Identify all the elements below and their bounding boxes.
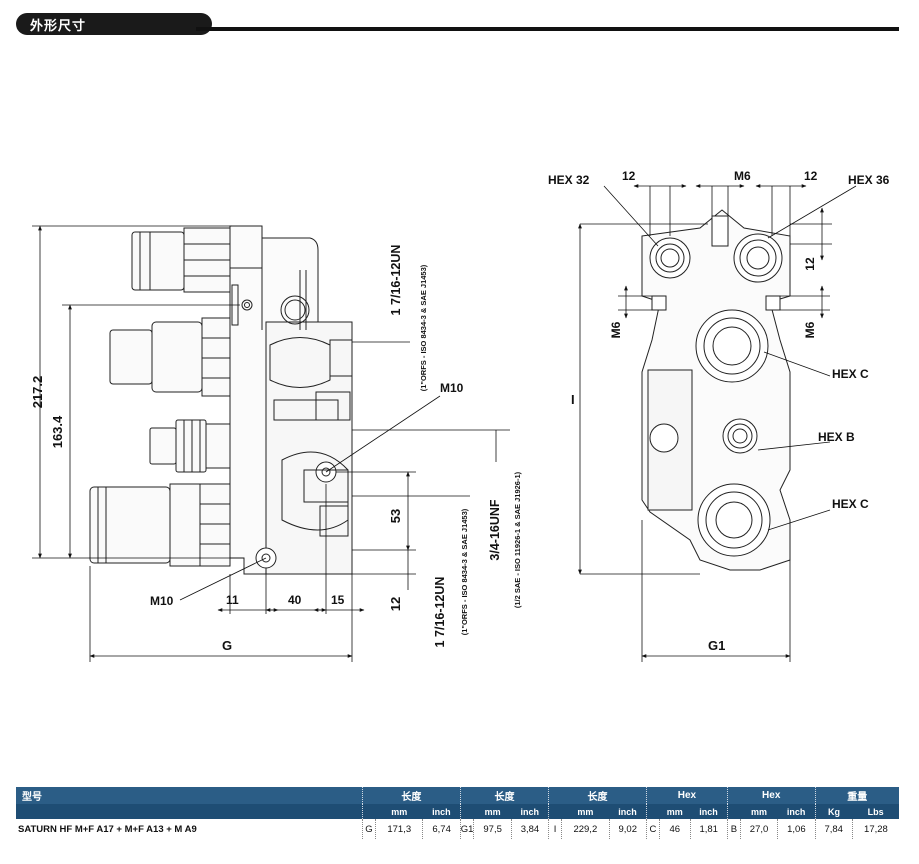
cell-g1-inch: 3,84 bbox=[510, 819, 549, 839]
cell-key-g1: G1 bbox=[459, 819, 474, 839]
th-length-2: 长度 bbox=[459, 787, 549, 804]
cell-c-inch: 1,81 bbox=[689, 819, 728, 839]
th-kg: Kg bbox=[814, 804, 853, 819]
port-top-thread: 1 7/16-12UN bbox=[389, 245, 403, 316]
th-key-spacer-5 bbox=[726, 804, 741, 819]
cell-b-mm: 27,0 bbox=[739, 819, 778, 839]
dim-m6-left: M6 bbox=[609, 321, 623, 338]
dim-lower-height: 163.4 bbox=[50, 415, 65, 448]
th-lbs: Lbs bbox=[852, 804, 899, 819]
th-mm-2: mm bbox=[473, 804, 512, 819]
dim-15: 15 bbox=[331, 593, 345, 607]
th-key-spacer-3 bbox=[548, 804, 562, 819]
left-dimension-lines bbox=[32, 225, 510, 662]
th-hex-1: Hex bbox=[645, 787, 728, 804]
header-rule bbox=[196, 27, 899, 31]
cell-key-g: G bbox=[362, 819, 376, 839]
th-inch-3: inch bbox=[609, 804, 647, 819]
th-hex-2: Hex bbox=[726, 787, 816, 804]
dimension-drawing: 217.2 163.4 1 7/16-12UN (1"ORFS - ISO 84… bbox=[30, 169, 890, 662]
coupler-third bbox=[149, 419, 231, 473]
spec-units-row: mm inch mm inch mm inch mm inch mm inch … bbox=[16, 804, 899, 819]
cell-i-inch: 9,02 bbox=[608, 819, 647, 839]
mount-thread-top: M10 bbox=[440, 381, 464, 395]
spec-header-row: 型号 长度 长度 长度 Hex Hex 重量 bbox=[16, 787, 899, 804]
th-mm-4: mm bbox=[659, 804, 691, 819]
coupler-bottom bbox=[89, 483, 231, 567]
th-inch-1: inch bbox=[422, 804, 461, 819]
coupler-second bbox=[109, 317, 231, 397]
label-hex32: HEX 32 bbox=[548, 173, 590, 187]
label-hexc-top: HEX C bbox=[832, 367, 869, 381]
dim-width-g1: G1 bbox=[708, 638, 725, 653]
port-mid-standard: (1/2 SAE - ISO 11926-1 & SAE J1926-1) bbox=[513, 471, 522, 608]
mount-thread-bottom: M10 bbox=[150, 594, 174, 608]
dim-right-12: 12 bbox=[803, 257, 817, 271]
th-length-3: 长度 bbox=[548, 787, 647, 804]
th-inch-4: inch bbox=[690, 804, 728, 819]
cell-b-inch: 1,06 bbox=[777, 819, 816, 839]
dim-11: 11 bbox=[226, 593, 239, 607]
coupler-top bbox=[131, 227, 231, 293]
section-title: 外形尺寸 bbox=[30, 18, 87, 33]
th-key-spacer-1 bbox=[362, 804, 376, 819]
dim-12: 12 bbox=[388, 597, 403, 611]
table-row: SATURN HF M+F A17 + M+F A13 + M A9 G 171… bbox=[16, 819, 899, 839]
dim-width-g: G bbox=[222, 638, 232, 653]
dim-top-12-right: 12 bbox=[804, 169, 818, 183]
cell-i-mm: 229,2 bbox=[561, 819, 610, 839]
dim-top-m6: M6 bbox=[734, 169, 751, 183]
th-key-spacer-4 bbox=[645, 804, 660, 819]
port-mid-thread: 3/4-16UNF bbox=[488, 499, 502, 560]
dim-height-i: I bbox=[571, 392, 575, 407]
left-view bbox=[229, 225, 353, 575]
th-length-1: 长度 bbox=[362, 787, 461, 804]
cell-g1-mm: 97,5 bbox=[473, 819, 512, 839]
cell-key-c: C bbox=[645, 819, 660, 839]
label-hexb: HEX B bbox=[818, 430, 855, 444]
th-units-spacer bbox=[16, 804, 363, 819]
dim-m6-right: M6 bbox=[803, 321, 817, 338]
spec-table: 型号 长度 长度 长度 Hex Hex 重量 mm inch mm inch m… bbox=[16, 787, 899, 839]
cell-weight-lbs: 17,28 bbox=[851, 819, 899, 839]
th-inch-5: inch bbox=[777, 804, 816, 819]
cell-model: SATURN HF M+F A17 + M+F A13 + M A9 bbox=[18, 823, 197, 835]
port-bottom-standard: (1"ORFS - ISO 8434-3 & SAE J1453) bbox=[460, 508, 469, 635]
cell-c-mm: 46 bbox=[658, 819, 691, 839]
th-key-spacer-2 bbox=[459, 804, 474, 819]
cell-weight-kg: 7,84 bbox=[814, 819, 853, 839]
th-weight: 重量 bbox=[814, 787, 899, 804]
dim-overall-height: 217.2 bbox=[30, 376, 45, 409]
cell-g-mm: 171,3 bbox=[374, 819, 423, 839]
section-header-pill bbox=[16, 13, 212, 35]
cell-g-inch: 6,74 bbox=[422, 819, 461, 839]
cell-key-i: I bbox=[548, 819, 562, 839]
th-mm-1: mm bbox=[375, 804, 423, 819]
th-mm-5: mm bbox=[740, 804, 778, 819]
right-dimension-lines bbox=[578, 184, 857, 662]
label-hex36: HEX 36 bbox=[848, 173, 890, 187]
right-view-ports bbox=[649, 215, 783, 557]
cell-key-b: B bbox=[726, 819, 741, 839]
th-mm-3: mm bbox=[561, 804, 610, 819]
port-top-standard: (1"ORFS - ISO 8434-3 & SAE J1453) bbox=[419, 264, 428, 391]
dim-40: 40 bbox=[288, 593, 302, 607]
dim-top-12-left: 12 bbox=[622, 169, 636, 183]
port-bottom-thread: 1 7/16-12UN bbox=[433, 577, 447, 648]
label-hexc-bottom: HEX C bbox=[832, 497, 869, 511]
th-inch-2: inch bbox=[511, 804, 549, 819]
dim-53: 53 bbox=[388, 509, 403, 523]
th-model: 型号 bbox=[16, 787, 363, 804]
